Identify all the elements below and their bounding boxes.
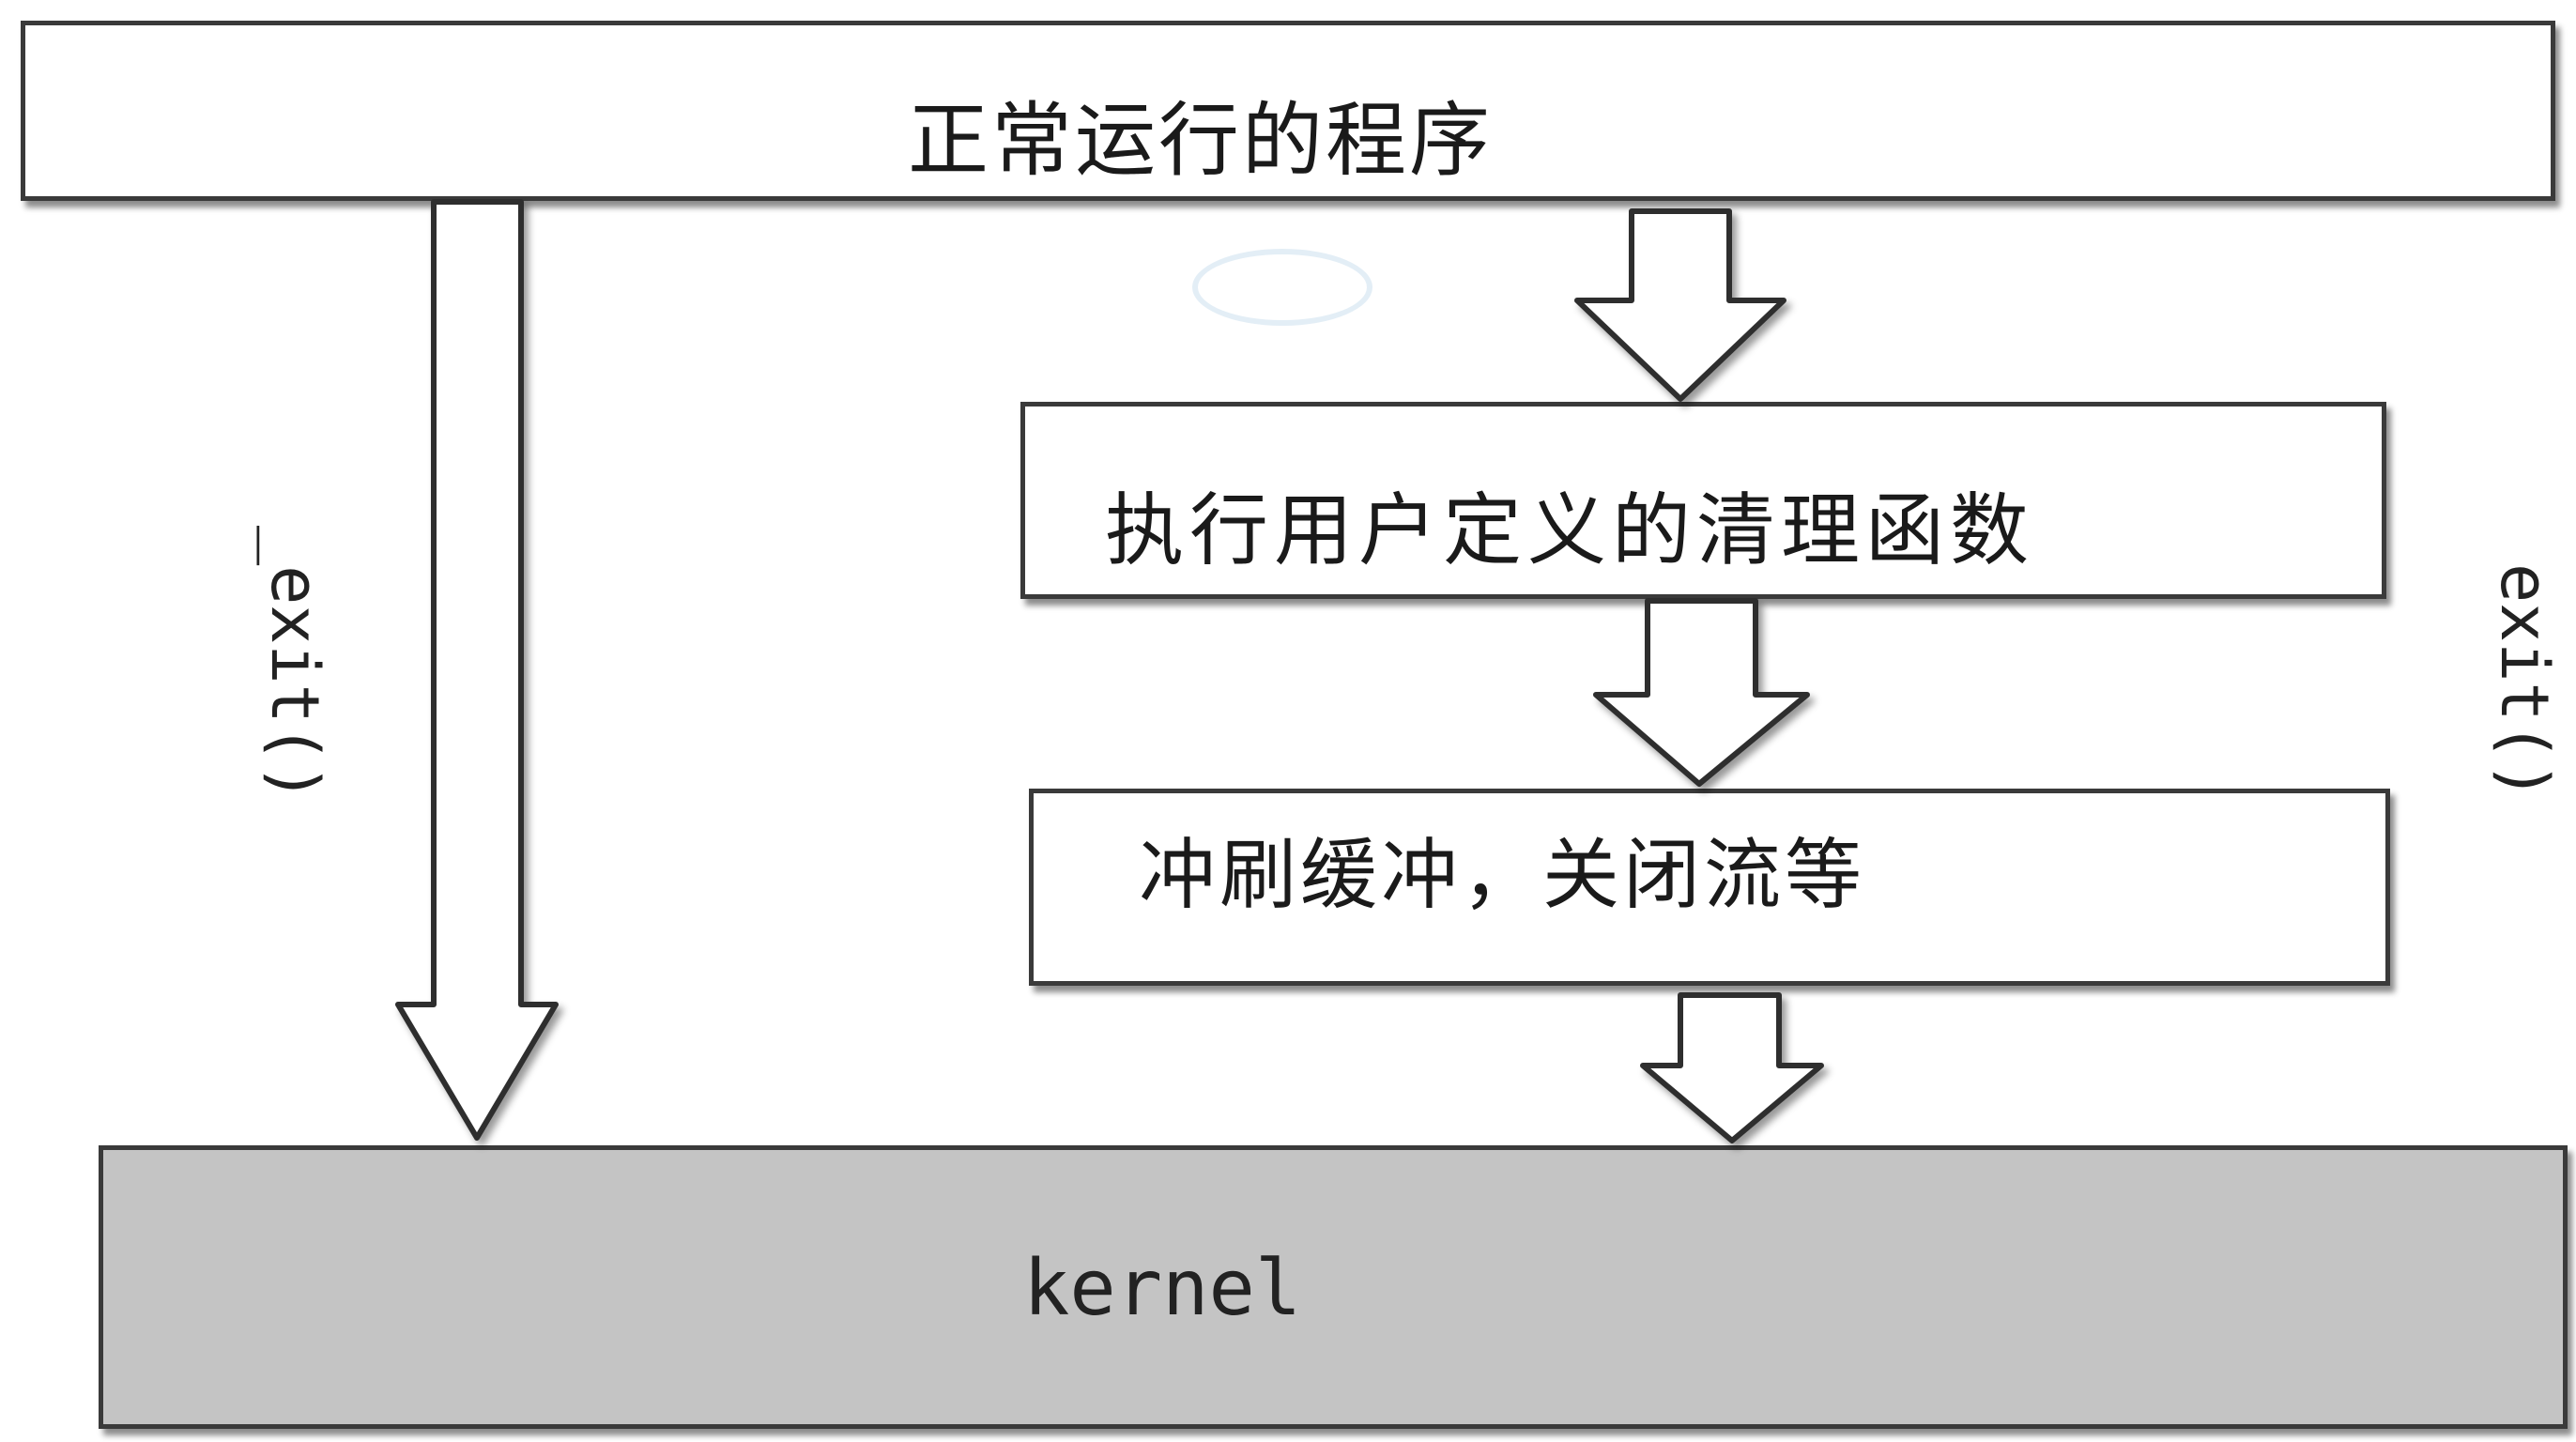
exit-underscore-label: _exit() bbox=[256, 526, 333, 804]
running-program-label: 正常运行的程序 bbox=[908, 94, 1493, 188]
arrow-to-flush bbox=[1593, 598, 1810, 787]
flush-buffers-box: 冲刷缓冲，关闭流等 bbox=[1029, 789, 2390, 986]
arrow-to-kernel bbox=[1640, 992, 1824, 1143]
arrow-to-cleanup bbox=[1574, 208, 1786, 402]
faint-smudge bbox=[1192, 249, 1372, 326]
exit-underscore-arrow bbox=[395, 199, 559, 1141]
kernel-label: kernel bbox=[1023, 1244, 1302, 1333]
cleanup-functions-box: 执行用户定义的清理函数 bbox=[1020, 402, 2386, 599]
cleanup-functions-label: 执行用户定义的清理函数 bbox=[1105, 484, 2035, 576]
exit-label: exit() bbox=[2486, 563, 2563, 801]
kernel-box: kernel bbox=[99, 1145, 2568, 1429]
flush-buffers-label: 冲刷缓冲，关闭流等 bbox=[1139, 831, 1866, 920]
running-program-box: 正常运行的程序 bbox=[21, 21, 2555, 201]
